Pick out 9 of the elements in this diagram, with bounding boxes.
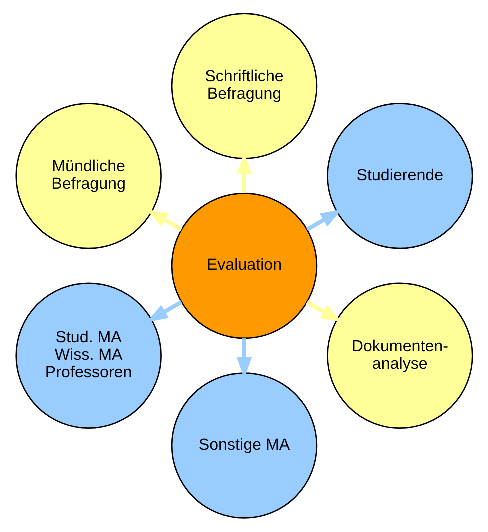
arrow [306,300,342,322]
node-circle: Schriftliche Befragung [170,13,318,160]
node-circle: Sonstige MA [170,372,318,519]
node-circle: Studierende [326,103,473,250]
node-circle: Stud. MA Wiss. MA Professoren [15,282,162,429]
node-circle: Evaluation [170,192,318,340]
node-circle: Dokumenten- analyse [326,282,473,429]
node-circle: Mündliche Befragung [15,103,162,250]
arrow [306,210,342,232]
